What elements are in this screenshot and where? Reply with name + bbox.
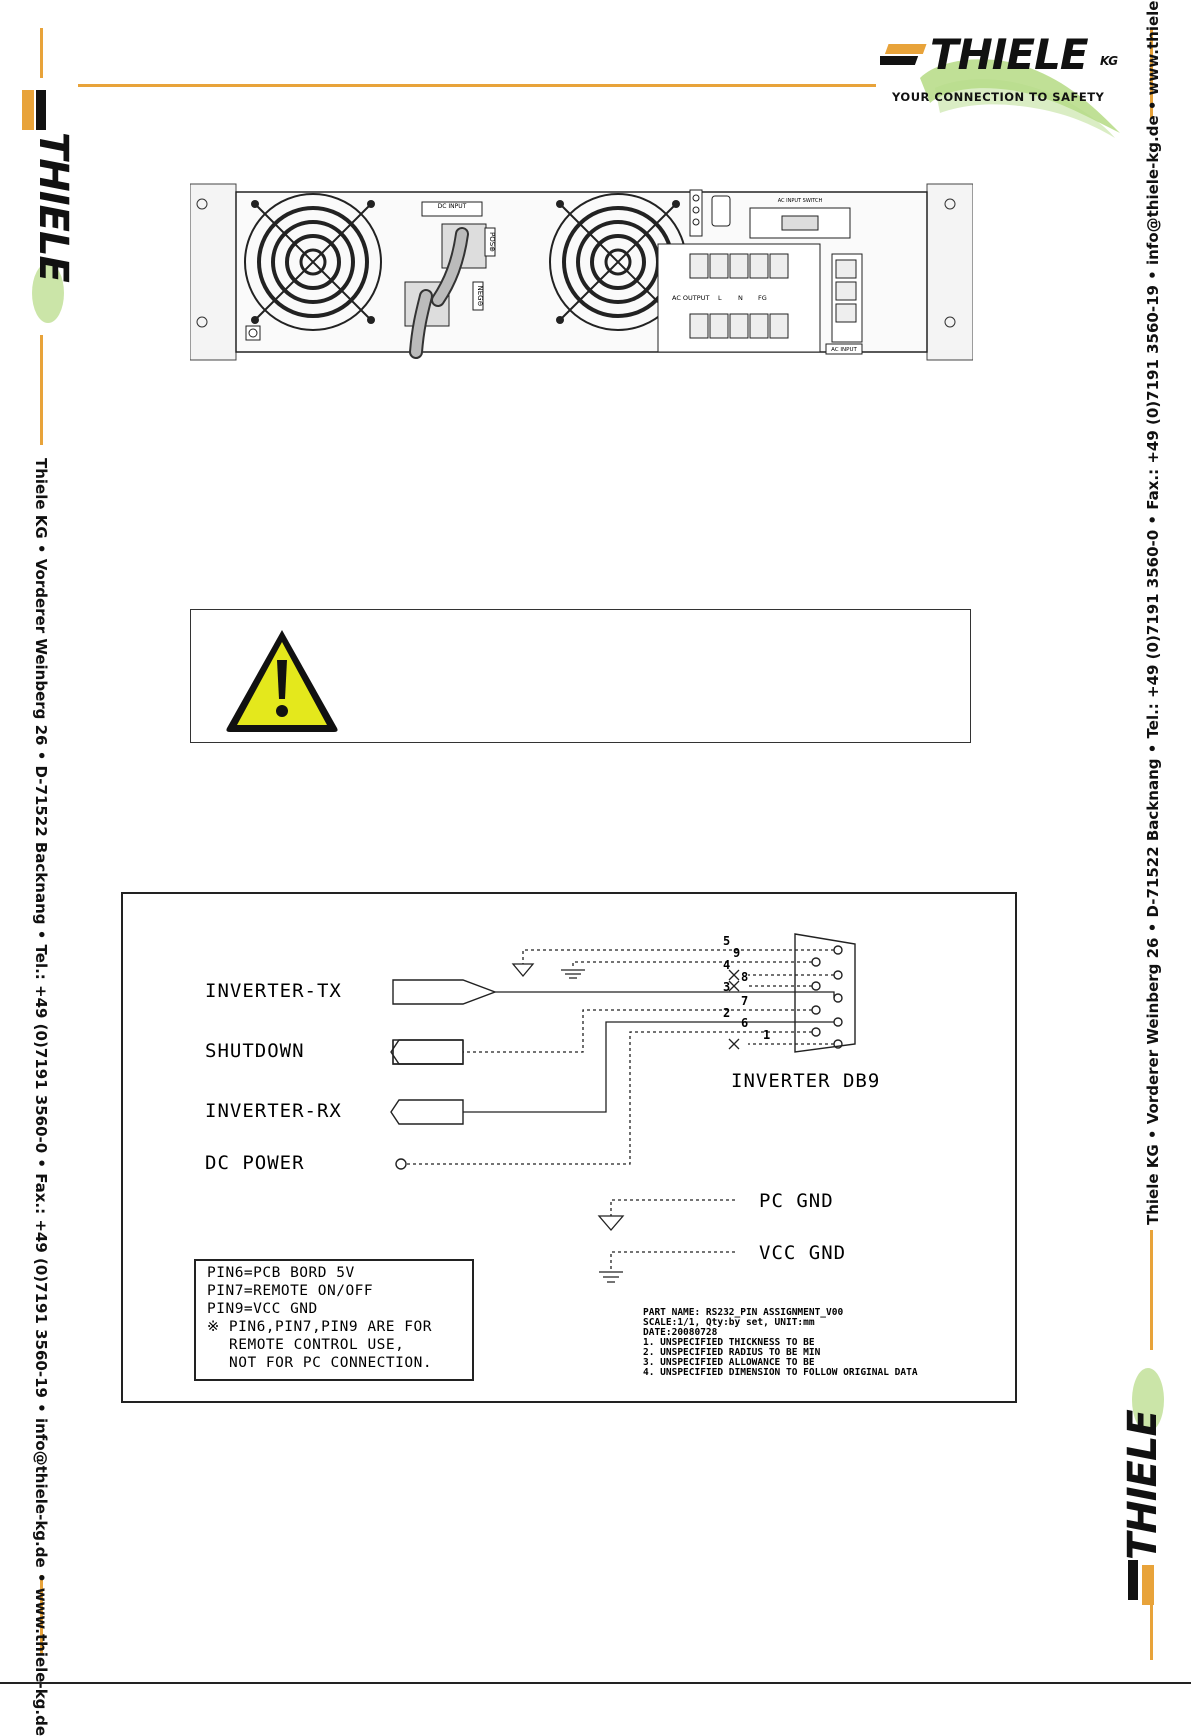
note-line: PIN9=VCC GND [207, 1301, 318, 1317]
ac-out-l-label: L [718, 294, 722, 302]
page-bottom-rule [0, 1682, 1191, 1684]
part-info-line: SCALE:1/1, Qty:by set, UNIT:mm [643, 1317, 815, 1328]
pin-8-label: 8 [741, 970, 749, 984]
logo-word: THIELE [930, 30, 1089, 79]
header-rule [78, 84, 876, 87]
right-rule-top [1150, 28, 1153, 118]
pin-assignment-diagram: 5 9 4 8 3 7 2 6 1 INVERTER-TX SHUTDOWN I… [121, 892, 1017, 1403]
pin-1-label: 1 [763, 1028, 771, 1042]
pin-4-label: 4 [723, 958, 731, 972]
pin-5-label: 5 [723, 934, 731, 948]
part-info-block: PART NAME: RS232_PIN ASSIGNMENT_V00 SCAL… [643, 1308, 918, 1378]
notes-block: PIN6=PCB BORD 5V PIN7=REMOTE ON/OFF PIN9… [207, 1264, 432, 1372]
signal-shutdown-label: SHUTDOWN [205, 1040, 305, 1062]
header-logo: THIELE KG YOUR CONNECTION TO SAFETY [874, 18, 1140, 138]
pc-gnd-label: PC GND [759, 1190, 834, 1212]
pin-6-label: 6 [741, 1016, 749, 1030]
dc-input-label: DC INPUT [438, 203, 467, 210]
ups-rear-panel-figure: DC INPUT POS⊕ NEG⊖ AC INPUT SWITCH AC OU… [189, 182, 974, 362]
part-info-line: 1. UNSPECIFIED THICKNESS TO BE [643, 1337, 815, 1348]
neg-label: NEG⊖ [476, 286, 484, 307]
side-logo-right-word: THIELE [1120, 1410, 1166, 1560]
pin-3-label: 3 [723, 980, 731, 994]
note-line: PIN7=REMOTE ON/OFF [207, 1283, 374, 1299]
right-rule-bottom [1150, 1605, 1153, 1660]
left-rule-bottom [40, 1575, 43, 1655]
side-logo-left: THIELE [20, 88, 76, 328]
fan-left-icon [244, 193, 382, 331]
pin-9-label: 9 [733, 946, 741, 960]
side-logo-right: THIELE [1120, 1360, 1170, 1610]
logo-suffix: KG [1100, 54, 1118, 68]
pin-2-label: 2 [723, 1006, 731, 1020]
signal-inverter-rx-label: INVERTER-RX [205, 1100, 342, 1122]
logo-tagline: YOUR CONNECTION TO SAFETY [892, 90, 1105, 104]
part-info-line: DATE:20080728 [643, 1327, 718, 1338]
pos-label: POS⊕ [488, 232, 496, 252]
left-rule-top [40, 28, 43, 78]
right-rule-mid [1150, 1230, 1153, 1350]
side-address-left: Thiele KG • Vorderer Weinberg 26 • D-715… [32, 458, 50, 1736]
part-info-line: 2. UNSPECIFIED RADIUS TO BE MIN [643, 1347, 821, 1358]
ac-switch-label: AC INPUT SWITCH [778, 198, 823, 204]
note-line: REMOTE CONTROL USE, [229, 1337, 405, 1353]
part-info-line: PART NAME: RS232_PIN ASSIGNMENT_V00 [643, 1307, 844, 1318]
side-logo-left-word: THIELE [30, 132, 76, 282]
note-line: PIN6=PCB BORD 5V [207, 1265, 355, 1281]
side-address-right: Thiele KG • Vorderer Weinberg 26 • D-715… [1144, 0, 1162, 1225]
note-line: ※ PIN6,PIN7,PIN9 ARE FOR [207, 1319, 432, 1335]
warning-box [190, 609, 971, 743]
part-info-line: 4. UNSPECIFIED DIMENSION TO FOLLOW ORIGI… [643, 1367, 918, 1378]
ac-out-fg-label: FG [758, 294, 767, 302]
signal-inverter-tx-label: INVERTER-TX [205, 980, 342, 1002]
note-line: NOT FOR PC CONNECTION. [229, 1355, 433, 1371]
left-rule-mid [40, 335, 43, 445]
logo-swoosh-icon [874, 44, 1120, 138]
connector-label: INVERTER DB9 [731, 1070, 881, 1092]
vcc-gnd-label: VCC GND [759, 1242, 847, 1264]
warning-triangle-icon [226, 630, 338, 732]
part-info-line: 3. UNSPECIFIED ALLOWANCE TO BE [643, 1357, 815, 1368]
pin-7-label: 7 [741, 994, 749, 1008]
signal-dc-power-label: DC POWER [205, 1152, 305, 1174]
ac-out-n-label: N [738, 294, 743, 302]
ac-input-label: AC INPUT [831, 347, 857, 353]
ac-output-label: AC OUTPUT [672, 294, 709, 302]
